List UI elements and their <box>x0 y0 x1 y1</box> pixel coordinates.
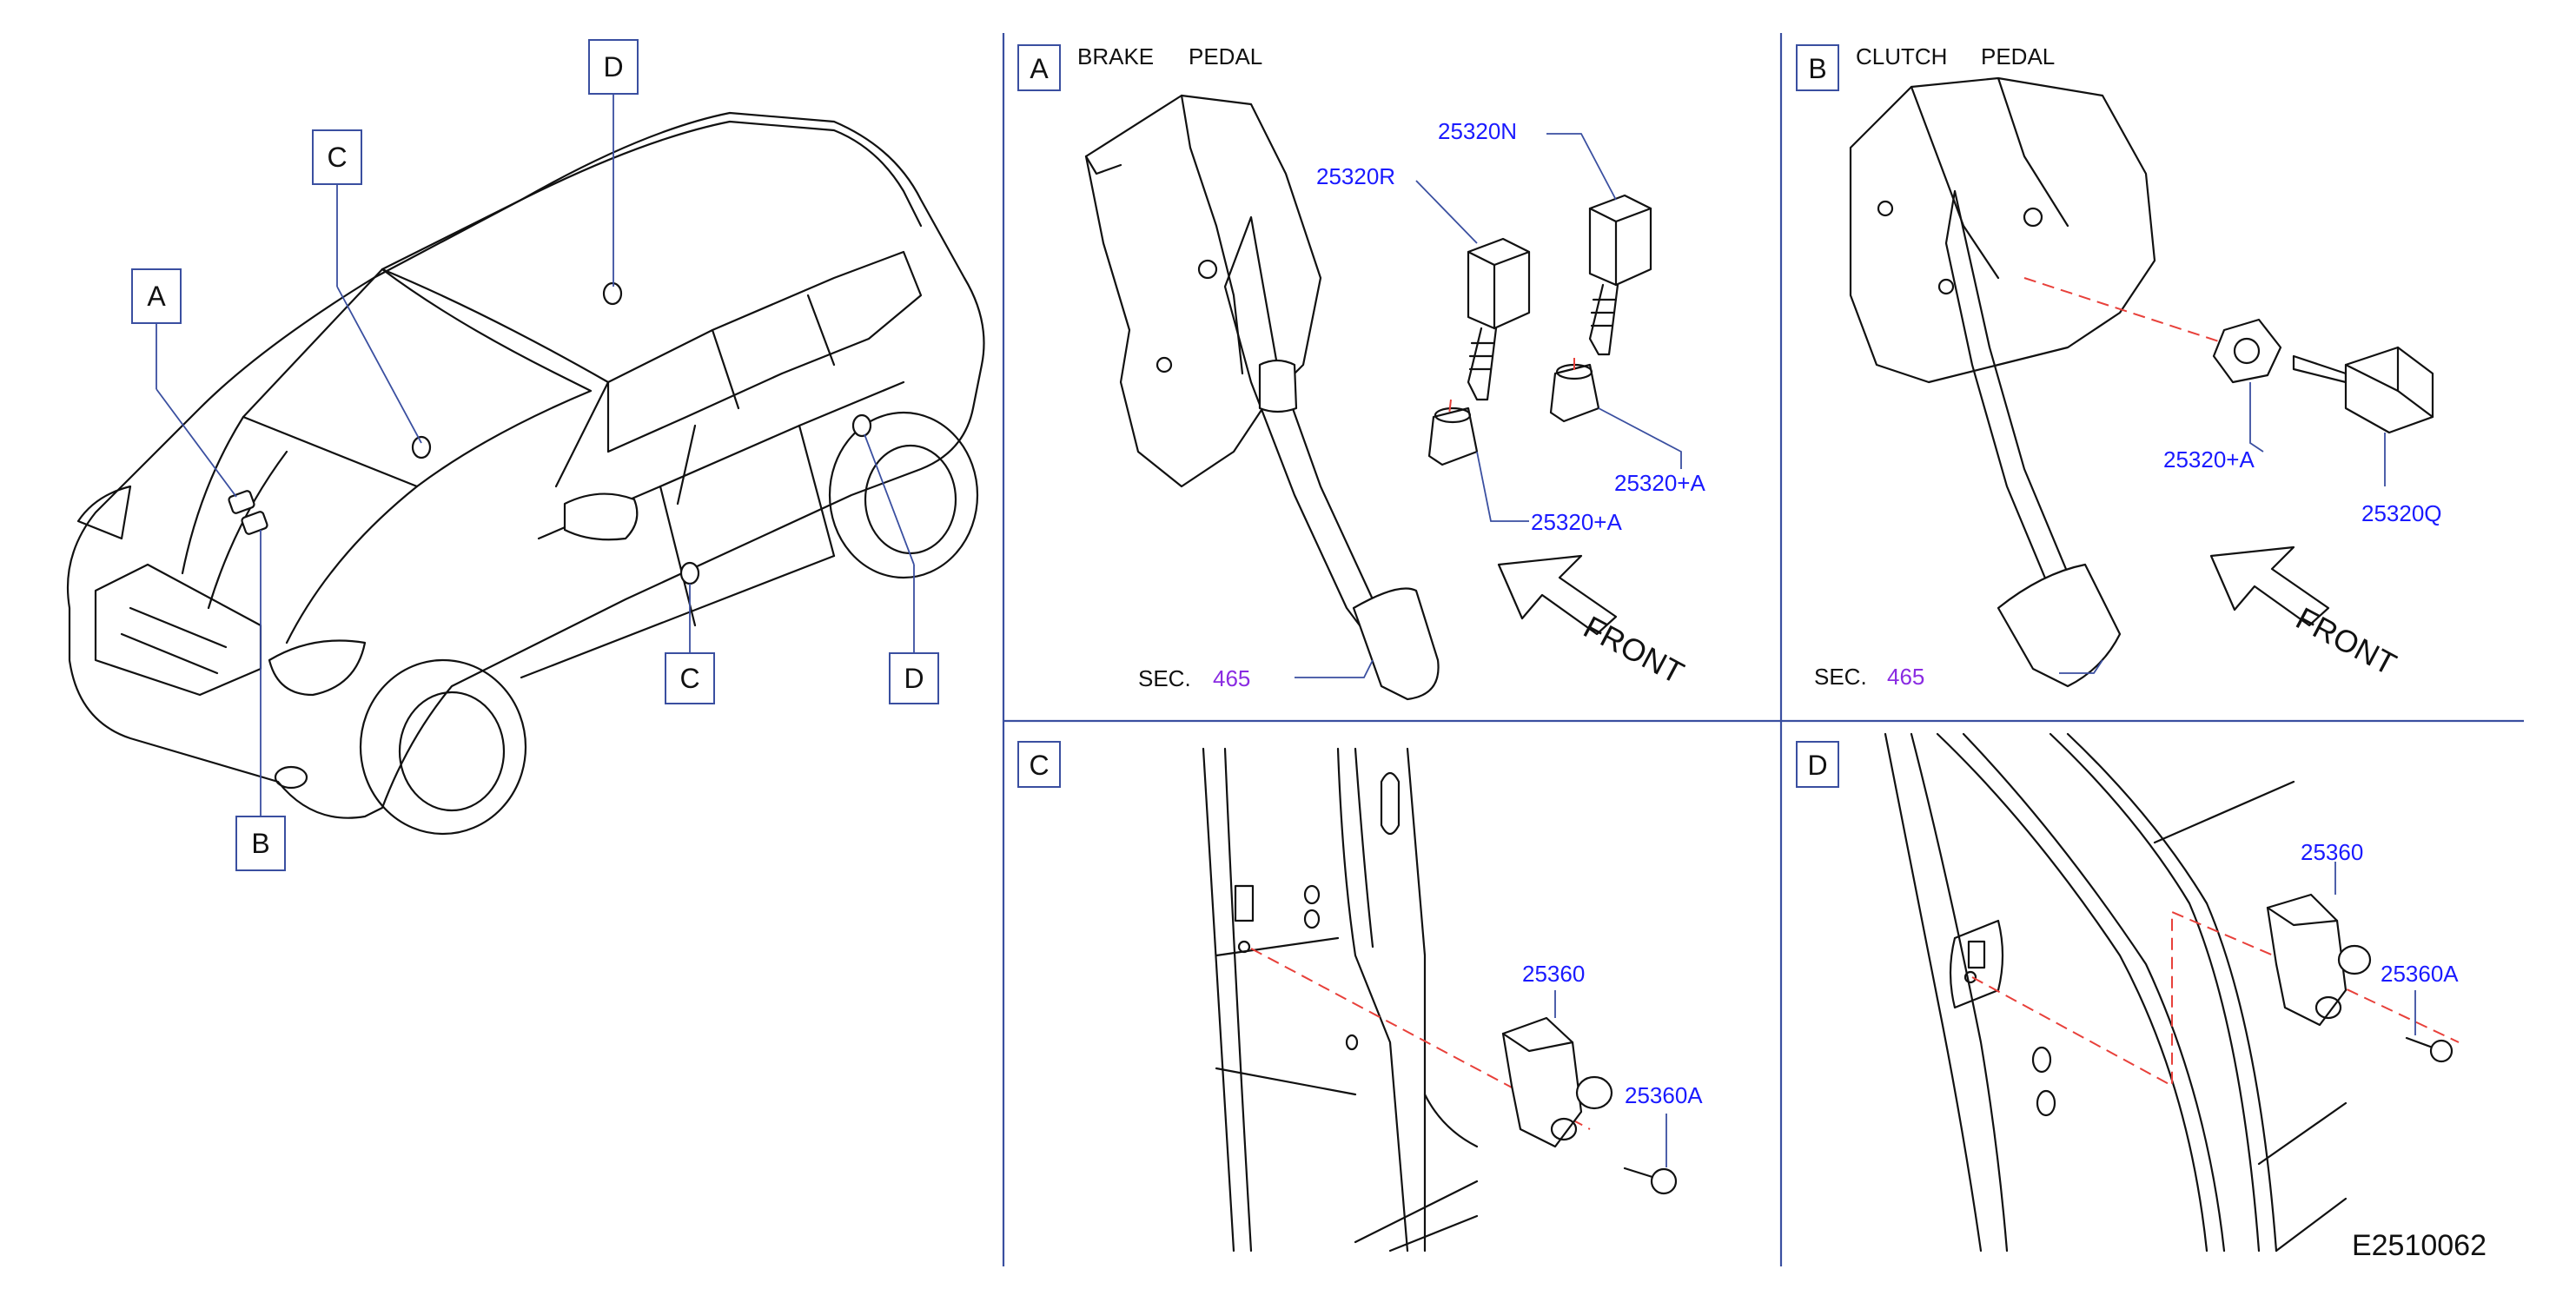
panel-d-body-structure <box>1884 732 2348 1253</box>
part-label-25320a-clutch: 25320+A <box>2163 446 2255 473</box>
svg-text:C: C <box>679 663 699 694</box>
part-label-25360a-d: 25360A <box>2381 961 2459 987</box>
switch-25320n <box>1588 194 1652 356</box>
panel-d-header: D <box>1796 741 1839 788</box>
nut-25320a-left <box>1427 407 1479 466</box>
diagram-code: E2510062 <box>2352 1229 2487 1262</box>
sensor-25360-d <box>2266 893 2372 1027</box>
svg-text:C: C <box>327 142 347 173</box>
front-label-a: FRONT <box>1578 609 1690 691</box>
part-label-25360-c: 25360 <box>1522 961 1585 987</box>
sec-label-a: SEC. <box>1138 665 1191 691</box>
part-label-25320q: 25320Q <box>2361 500 2442 526</box>
panel-dividers <box>1002 33 2524 1266</box>
panel-a-brake-pedal: A BRAKE PEDAL <box>1017 43 1705 701</box>
nut-25320a-clutch <box>2212 318 2282 384</box>
panel-a-header: A BRAKE PEDAL <box>1017 43 1262 91</box>
panel-a-title-word-1: BRAKE <box>1077 43 1154 69</box>
callout-c-bottom: C <box>665 652 715 704</box>
clutch-pedal-bracket <box>1849 76 2156 384</box>
brake-pedal-arm <box>1223 215 1440 701</box>
nut-25320a-right <box>1549 363 1600 423</box>
svg-text:A: A <box>1030 53 1049 84</box>
front-arrow-b: FRONT <box>2209 545 2402 682</box>
part-label-25320a-left: 25320+A <box>1531 509 1622 535</box>
panel-b-clutch-pedal: B CLUTCH PEDAL 25320+ <box>1796 43 2442 690</box>
panel-c-body-structure <box>1202 747 1479 1253</box>
panel-b-header: B CLUTCH PEDAL <box>1796 43 2055 91</box>
part-label-25320r: 25320R <box>1316 163 1395 189</box>
panel-b-title-word-2: PEDAL <box>1981 43 2055 69</box>
svg-text:D: D <box>1807 750 1827 781</box>
callout-a: A <box>131 268 182 324</box>
front-arrow-a: FRONT <box>1497 554 1690 691</box>
callout-c-top: C <box>312 129 362 185</box>
panel-d-sensor-mount: D 2536 <box>1796 732 2460 1253</box>
svg-text:C: C <box>1029 750 1049 781</box>
panel-b-title-word-1: CLUTCH <box>1856 43 1947 69</box>
vehicle-overview-illustration <box>66 111 985 836</box>
panel-c-header: C <box>1017 741 1061 788</box>
part-label-25360a-c: 25360A <box>1625 1082 1703 1108</box>
front-label-b: FRONT <box>2290 600 2402 682</box>
sensor-25360-c <box>1501 1016 1613 1148</box>
svg-text:D: D <box>904 663 924 694</box>
panel-c-sensor-mount: C <box>1017 741 1703 1253</box>
svg-text:B: B <box>1808 53 1826 84</box>
sec-label-b: SEC. <box>1814 664 1867 690</box>
callout-d-bottom: D <box>889 652 939 704</box>
sec-number-a: 465 <box>1213 665 1250 691</box>
sec-number-b: 465 <box>1887 664 1924 690</box>
brake-pedal-bracket <box>1084 94 1322 488</box>
switch-25320r <box>1467 237 1531 401</box>
callout-b: B <box>235 816 286 871</box>
svg-text:A: A <box>147 281 166 312</box>
callout-d-top: D <box>588 39 639 95</box>
part-label-25360-d: 25360 <box>2301 839 2363 865</box>
screw-25360a-c <box>1623 1167 1678 1195</box>
svg-text:B: B <box>251 828 269 859</box>
switch-25320q <box>2292 346 2434 434</box>
overview-leader-lines <box>156 94 915 816</box>
clutch-pedal-arm <box>1944 189 2122 688</box>
panel-a-title-word-2: PEDAL <box>1189 43 1262 69</box>
part-label-25320n: 25320N <box>1438 118 1517 144</box>
svg-text:D: D <box>603 51 623 83</box>
part-label-25320a-right: 25320+A <box>1614 470 1705 496</box>
screw-25360a-d <box>2405 1036 2453 1063</box>
